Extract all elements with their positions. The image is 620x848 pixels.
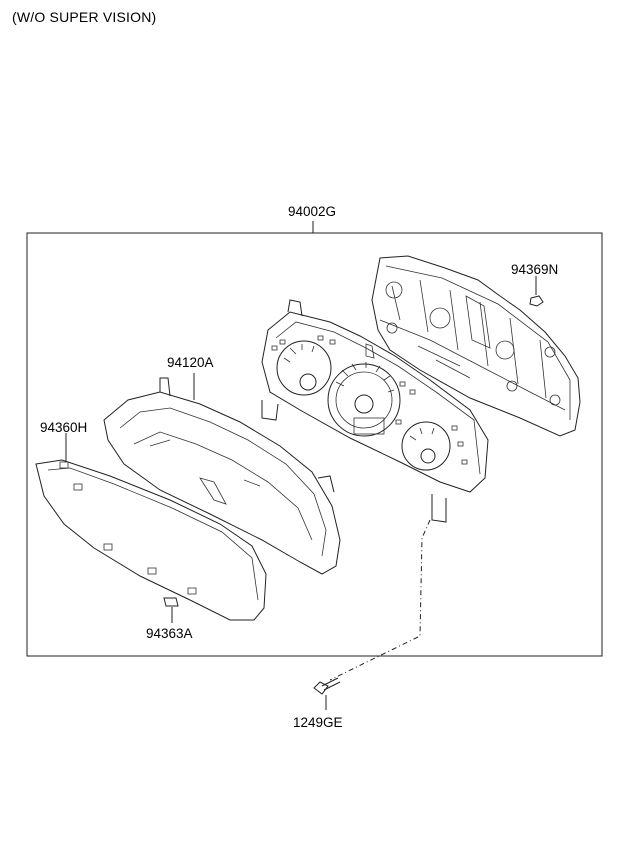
label-94120A: 94120A (167, 355, 214, 370)
diagram-heading: (W/O SUPER VISION) (12, 9, 157, 25)
screw-94369N (529, 281, 544, 307)
assembly-frame (26, 232, 603, 657)
label-1249GE: 1249GE (293, 715, 343, 730)
front-cover (35, 459, 267, 621)
clip-94363A (163, 597, 179, 623)
bolt-leader (329, 519, 431, 681)
glass-frame (103, 377, 341, 575)
label-94002G: 94002G (288, 204, 336, 219)
gauge-cluster (261, 299, 489, 523)
rear-housing (371, 255, 581, 437)
label-94369N: 94369N (511, 262, 558, 277)
label-94363A: 94363A (146, 626, 193, 641)
bolt-1249GE (313, 677, 341, 710)
label-94360H: 94360H (40, 420, 87, 435)
